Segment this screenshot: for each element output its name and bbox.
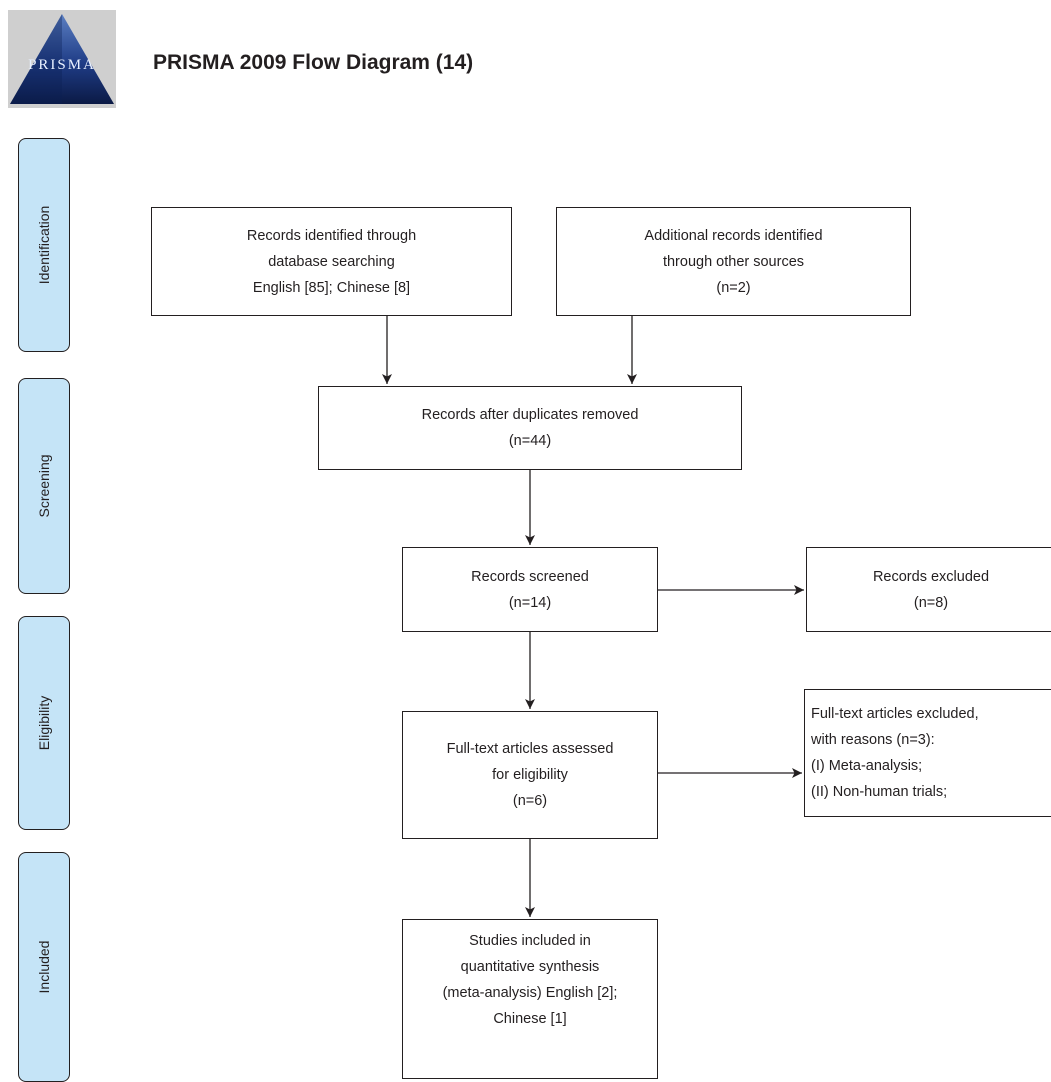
box-line: Records identified through (246, 227, 417, 244)
box-line: Studies included in (469, 933, 591, 949)
box-line: Records after duplicates removed (421, 407, 639, 423)
box-line: (II) Non-human trials; (811, 784, 948, 800)
prisma-logo: PRISMA (8, 10, 116, 108)
box-line: Full-text articles excluded, (811, 706, 979, 722)
box-records-excluded: Records excluded (n=8) (806, 547, 1051, 632)
box-line: database searching (268, 253, 395, 270)
box-after-duplicates: Records after duplicates removed (n=44) (318, 386, 742, 470)
box-studies-included: Studies included in quantitative synthes… (402, 919, 658, 1079)
box-line: with reasons (n=3): (811, 732, 935, 748)
box-line: Additional records identified (644, 227, 823, 244)
box-line: (I) Meta-analysis; (811, 758, 923, 774)
box-records-screened: Records screened (n=14) (402, 547, 658, 632)
phase-eligibility: Eligibility (18, 616, 70, 830)
box-full-text-excluded: Full-text articles excluded, with reason… (804, 689, 1051, 817)
box-full-text-assessed: Full-text articles assessed for eligibil… (402, 711, 658, 839)
box-line: (n=2) (716, 279, 751, 296)
box-line: (meta-analysis) English [2]; (442, 985, 618, 1001)
box-other-sources: Additional records identified through ot… (556, 207, 911, 316)
box-line: (n=6) (512, 793, 548, 809)
box-line: Records screened (471, 568, 589, 585)
box-line: (n=44) (508, 433, 552, 449)
box-line: (n=14) (508, 594, 552, 611)
box-line: Records excluded (872, 568, 990, 585)
box-line: quantitative synthesis (460, 959, 600, 975)
box-line: Chinese [1] (493, 1011, 567, 1027)
box-line: Full-text articles assessed (446, 741, 614, 757)
logo-text: PRISMA (28, 57, 96, 73)
box-line: through other sources (662, 253, 805, 270)
box-line: for eligibility (492, 767, 568, 783)
page-title: PRISMA 2009 Flow Diagram (14) (153, 51, 474, 74)
box-line: (n=8) (913, 594, 949, 611)
box-database-search: Records identified through database sear… (151, 207, 512, 316)
phase-included: Included (18, 852, 70, 1082)
phase-identification: Identification (18, 138, 70, 352)
box-line: English [85]; Chinese [8] (252, 279, 411, 296)
phase-screening: Screening (18, 378, 70, 594)
